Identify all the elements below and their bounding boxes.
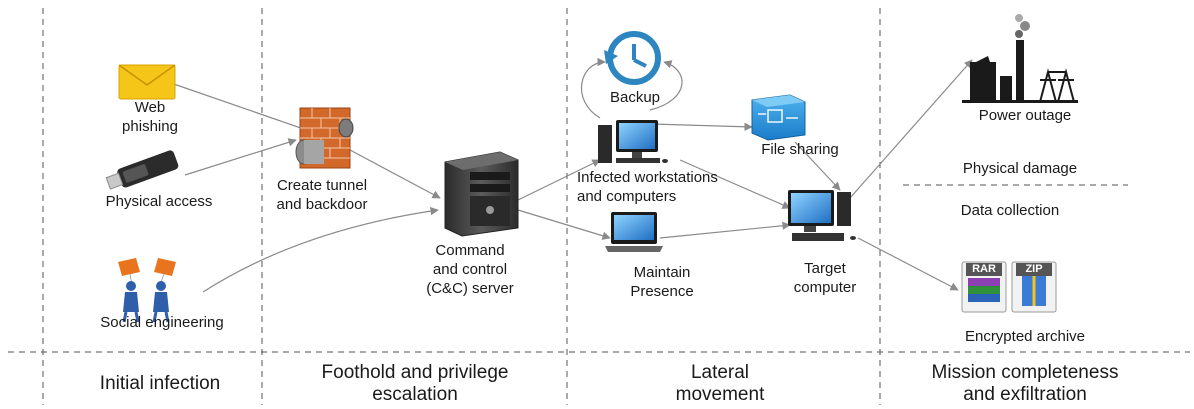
- arrow-backup-loop-right: [649, 60, 683, 111]
- phase-2-line2: escalation: [372, 384, 458, 405]
- label-cc-line2: and control: [432, 261, 508, 278]
- desktop-computer-icon: [598, 120, 668, 163]
- label-maintain: Maintain Presence: [612, 263, 712, 301]
- phase-mission: Mission completeness and exfiltration: [900, 362, 1150, 406]
- arrow-target-power: [849, 59, 973, 199]
- arrow-server-maintain: [517, 209, 611, 240]
- archive-zip-tag: ZIP: [1016, 263, 1052, 276]
- label-backup: Backup: [609, 89, 661, 106]
- label-web-phishing: Web phishing: [120, 98, 180, 136]
- label-cc-line1: Command: [435, 242, 505, 259]
- phase-foothold: Foothold and privilege escalation: [290, 362, 540, 406]
- phase-4-line1: Mission completeness: [931, 362, 1119, 383]
- file-sharing-icon: [751, 94, 806, 141]
- arrow-social-server: [202, 206, 439, 293]
- arrow-filesharing-target: [794, 141, 841, 191]
- backup-clock-icon: [604, 31, 661, 85]
- label-workstations-line2: and computers: [577, 188, 677, 205]
- target-computer-icon: [788, 190, 856, 241]
- label-social-engineering: Social engineering: [100, 314, 224, 331]
- phase-3-line2: movement: [675, 384, 765, 405]
- label-data-collection: Data collection: [960, 202, 1060, 219]
- label-workstations-line1: Infected workstations: [577, 169, 718, 186]
- label-maintain-line1: Maintain: [633, 264, 691, 281]
- server-tower-icon: [444, 151, 519, 237]
- label-web-phishing-line1: Web: [134, 99, 166, 116]
- label-tunnel-line2: and backdoor: [276, 196, 368, 213]
- label-cc-server: Command and control (C&C) server: [410, 241, 530, 298]
- label-power-outage: Power outage: [978, 107, 1072, 124]
- puppet-people-icon: [118, 258, 176, 323]
- phase-1-line1: Initial infection: [99, 373, 221, 394]
- label-tunnel: Create tunnel and backdoor: [262, 176, 382, 214]
- phase-initial-infection: Initial infection: [70, 373, 250, 395]
- phase-lateral: Lateral movement: [640, 362, 800, 406]
- brick-wall-tunnel-icon: [295, 107, 354, 169]
- arrow-maintain-target: [659, 221, 791, 239]
- label-tunnel-line1: Create tunnel: [276, 177, 368, 194]
- label-physical-access: Physical access: [105, 193, 213, 210]
- arrow-physical-tunnel: [184, 138, 297, 176]
- connectors: [167, 57, 973, 293]
- label-workstations: Infected workstations and computers: [577, 168, 757, 206]
- phase-dividers: [8, 8, 1190, 405]
- label-web-phishing-line2: phishing: [122, 118, 178, 135]
- arrow-backup-loop-left: [581, 57, 606, 119]
- arrow-tunnel-server: [349, 149, 441, 199]
- power-plant-icon: [962, 14, 1078, 103]
- phase-3-line1: Lateral: [690, 362, 750, 383]
- arrow-phishing-tunnel: [167, 81, 319, 136]
- monitor-icon: [605, 212, 663, 252]
- phase-2-line1: Foothold and privilege: [321, 362, 509, 383]
- label-file-sharing: File sharing: [761, 141, 839, 158]
- label-maintain-line2: Presence: [630, 283, 694, 300]
- arrow-server-workstations: [517, 159, 601, 201]
- label-cc-line3: (C&C) server: [426, 280, 514, 297]
- label-encrypted-archive: Encrypted archive: [964, 328, 1086, 345]
- usb-drive-icon: [105, 150, 179, 190]
- arrow-workstations-filesharing: [651, 122, 753, 131]
- label-physical-damage: Physical damage: [962, 160, 1078, 177]
- archive-rar-tag: RAR: [966, 263, 1002, 276]
- arrow-target-archive: [857, 237, 959, 291]
- arrow-workstations-target: [679, 159, 791, 209]
- envelope-icon: [118, 64, 176, 100]
- phase-4-line2: and exfiltration: [963, 384, 1087, 405]
- label-target: Target computer: [780, 259, 870, 297]
- label-target-line1: Target: [804, 260, 846, 277]
- label-target-line2: computer: [793, 279, 857, 296]
